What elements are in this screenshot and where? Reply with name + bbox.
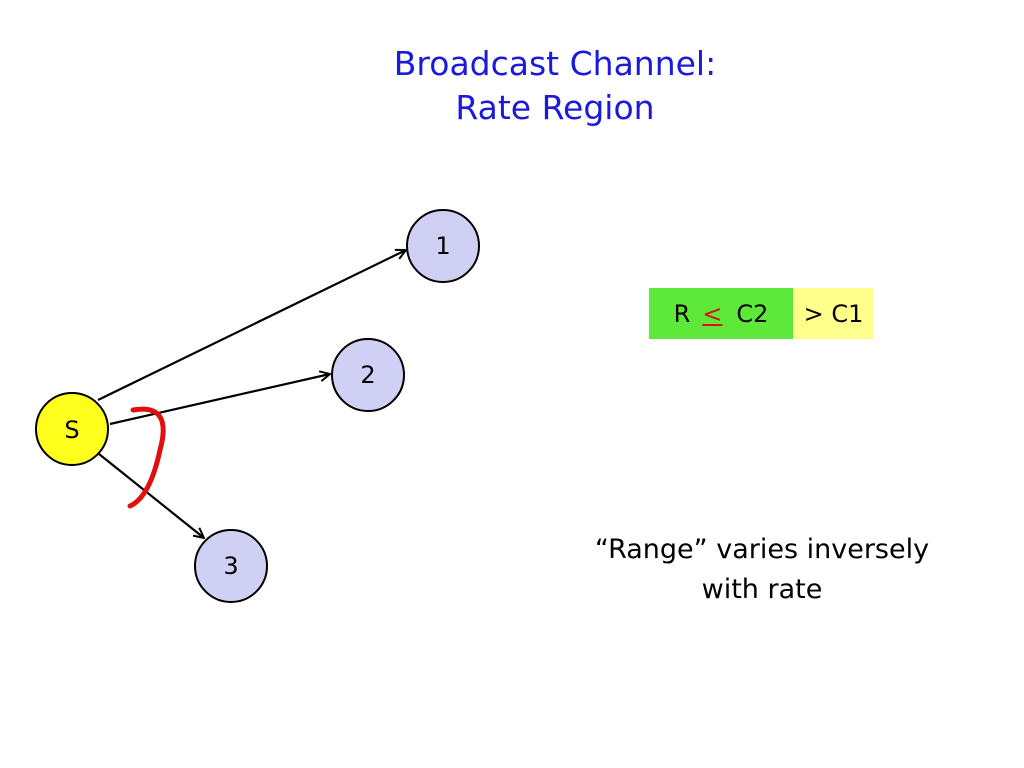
formula-r: R: [673, 299, 691, 328]
title-line-2: Rate Region: [455, 88, 655, 127]
node-3-label: 3: [223, 552, 238, 580]
range-note: “Range” varies inversely with rate: [562, 530, 962, 610]
node-1: 1: [406, 209, 480, 283]
formula-green-cell: R < C2: [649, 288, 793, 339]
range-arc: [127, 406, 166, 509]
node-source: S: [35, 392, 109, 466]
node-3: 3: [194, 529, 268, 603]
title-line-1: Broadcast Channel:: [393, 44, 717, 83]
edge-s-to-1: [97, 250, 406, 401]
formula-c2: C2: [736, 299, 769, 328]
note-line-2: with rate: [701, 574, 823, 605]
node-2: 2: [331, 338, 405, 412]
formula-yellow-cell: > C1: [793, 288, 874, 339]
node-1-label: 1: [435, 232, 450, 260]
slide-title: Broadcast Channel: Rate Region: [0, 42, 1024, 130]
edge-s-to-2: [109, 374, 330, 426]
formula-gt-c1: > C1: [803, 299, 864, 328]
note-line-1: “Range” varies inversely: [594, 534, 930, 565]
node-2-label: 2: [360, 361, 375, 389]
formula-leq-symbol: <: [702, 299, 723, 328]
edge-s-to-3: [98, 453, 204, 538]
rate-formula: R < C2 > C1: [649, 288, 874, 339]
node-source-label: S: [64, 416, 79, 444]
